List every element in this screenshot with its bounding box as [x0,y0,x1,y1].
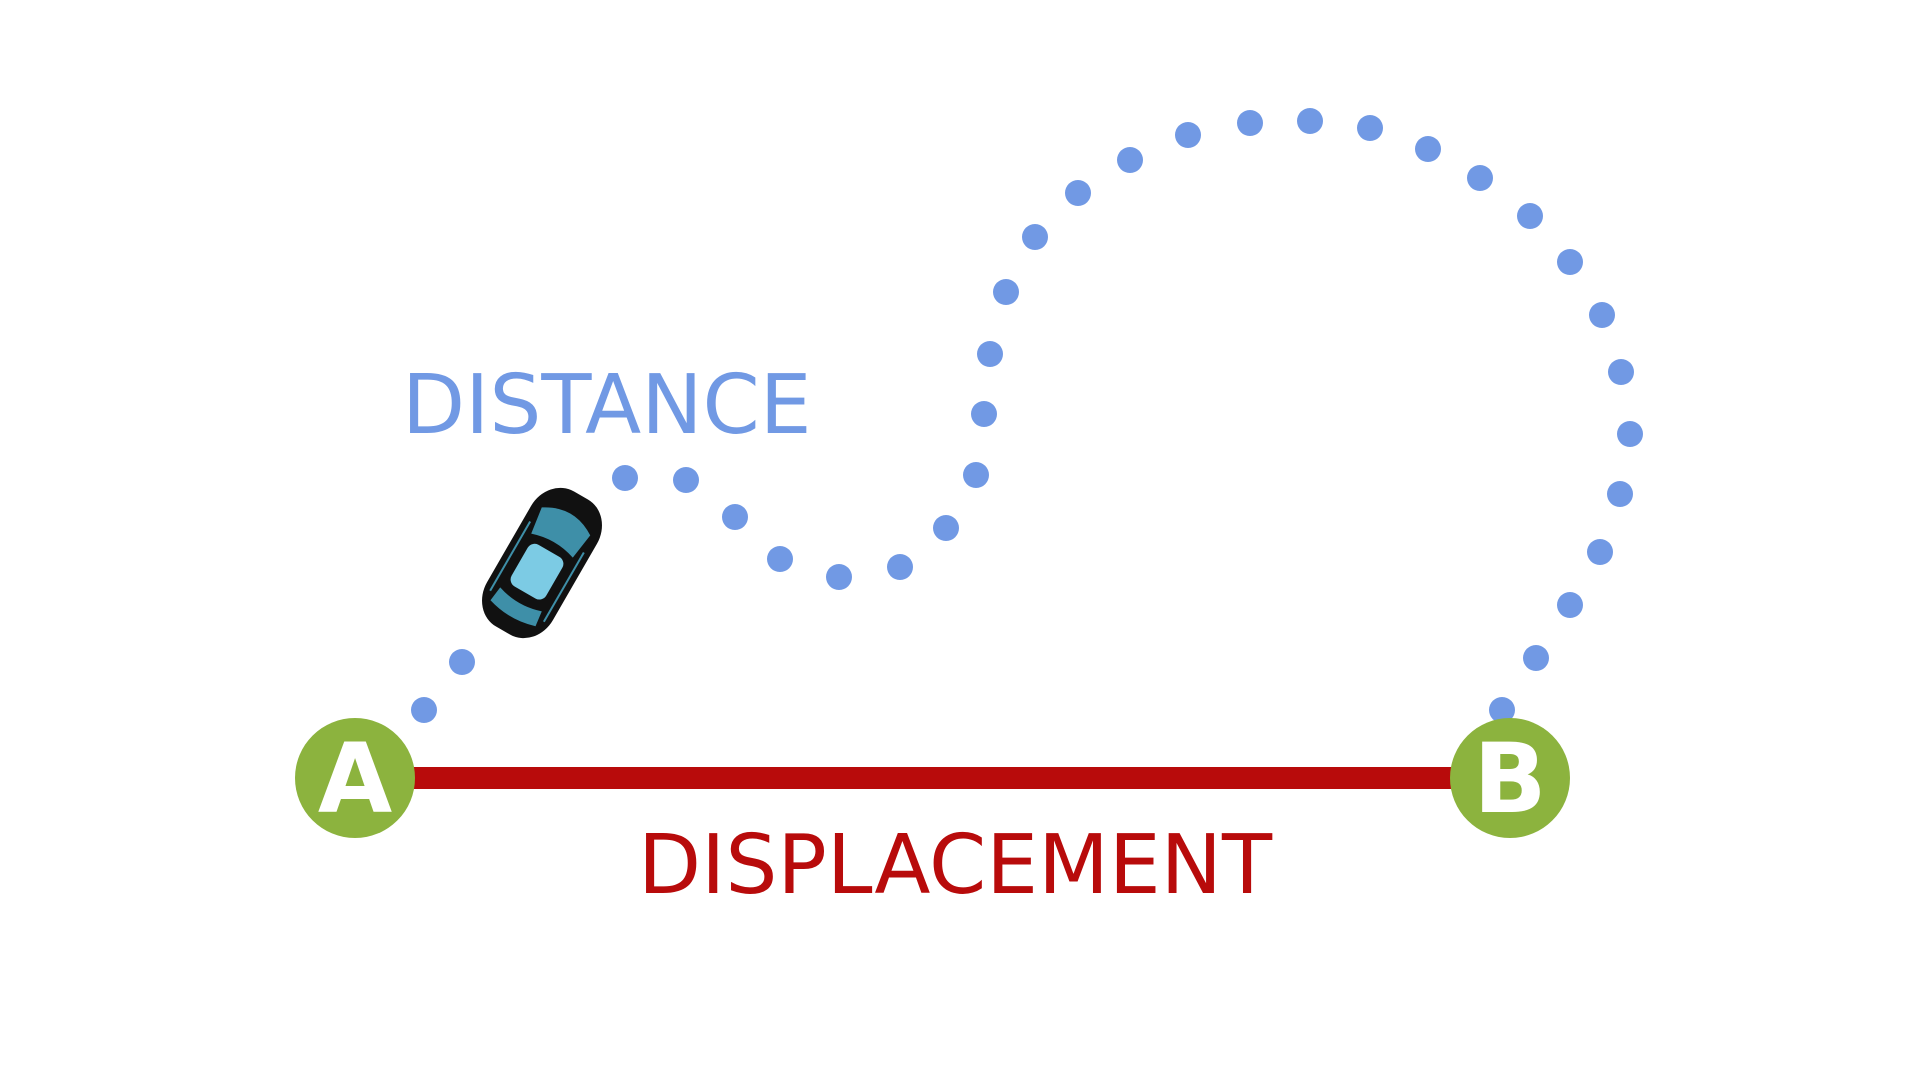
start-node-label: A [318,723,392,835]
end-node-label: B [1473,723,1546,835]
distance-dot [1022,224,1048,250]
distance-dot [1237,110,1263,136]
distance-dot [449,649,475,675]
distance-dot [933,515,959,541]
distance-dot [1557,592,1583,618]
car-icon [482,487,602,639]
distance-dot [1589,302,1615,328]
distance-dot [1517,203,1543,229]
distance-dot [977,341,1003,367]
distance-dot [971,401,997,427]
distance-dot [826,564,852,590]
distance-dot [1065,180,1091,206]
distance-dot [1608,359,1634,385]
distance-dot [1297,108,1323,134]
distance-dot [1117,147,1143,173]
distance-dot [1617,421,1643,447]
distance-dot [1415,136,1441,162]
distance-dot [1557,249,1583,275]
end-node-circle [1450,718,1570,838]
displacement-label: DISPLACEMENT [638,818,1273,913]
distance-dot [767,546,793,572]
distance-dot [1489,697,1515,723]
end-node: B [1450,718,1570,838]
distance-dot [1587,539,1613,565]
distance-dot [887,554,913,580]
distance-dot [411,697,437,723]
distance-dot [673,467,699,493]
distance-dot [1175,122,1201,148]
distance-dot [993,279,1019,305]
distance-dot [1523,645,1549,671]
distance-dot [1467,165,1493,191]
distance-path [411,108,1643,723]
distance-dot [722,504,748,530]
start-node-circle [295,718,415,838]
distance-dot [963,462,989,488]
distance-label: DISTANCE [402,358,812,453]
start-node: A [295,718,415,838]
distance-dot [1357,115,1383,141]
distance-dot [1607,481,1633,507]
distance-dot [612,465,638,491]
